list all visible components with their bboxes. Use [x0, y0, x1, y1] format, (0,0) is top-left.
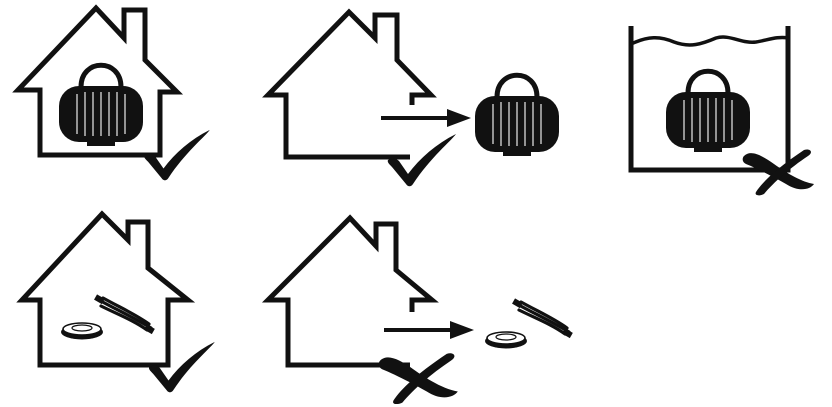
exit-arrow-icon: [384, 321, 474, 339]
lantern-lamp-icon: [475, 75, 559, 156]
lantern-lamp-icon: [59, 65, 143, 146]
water-surface-icon: [630, 35, 789, 47]
panel-adapter-indoor: [16, 210, 215, 393]
panel-lamp-submerged: [628, 26, 814, 196]
panel-lamp-indoor: [12, 4, 210, 181]
charging-cable-icon: [510, 296, 575, 340]
lantern-lamp-icon: [666, 71, 750, 152]
house-outline-icon: [262, 8, 437, 160]
check-icon: [143, 129, 210, 181]
cross-icon: [378, 353, 458, 405]
water-tank-icon: [628, 26, 791, 173]
house-outline-icon: [261, 214, 439, 368]
panel-lamp-outdoor: [262, 8, 559, 187]
exit-arrow-icon: [381, 109, 471, 127]
house-outline-icon: [16, 210, 196, 368]
charging-pad-icon: [60, 322, 104, 341]
charging-cable-icon: [92, 292, 157, 336]
check-icon: [148, 341, 215, 393]
check-icon: [387, 134, 456, 187]
house-outline-icon: [12, 4, 184, 158]
panel-adapter-outdoor: [261, 214, 575, 405]
charging-pad-icon: [484, 331, 528, 350]
